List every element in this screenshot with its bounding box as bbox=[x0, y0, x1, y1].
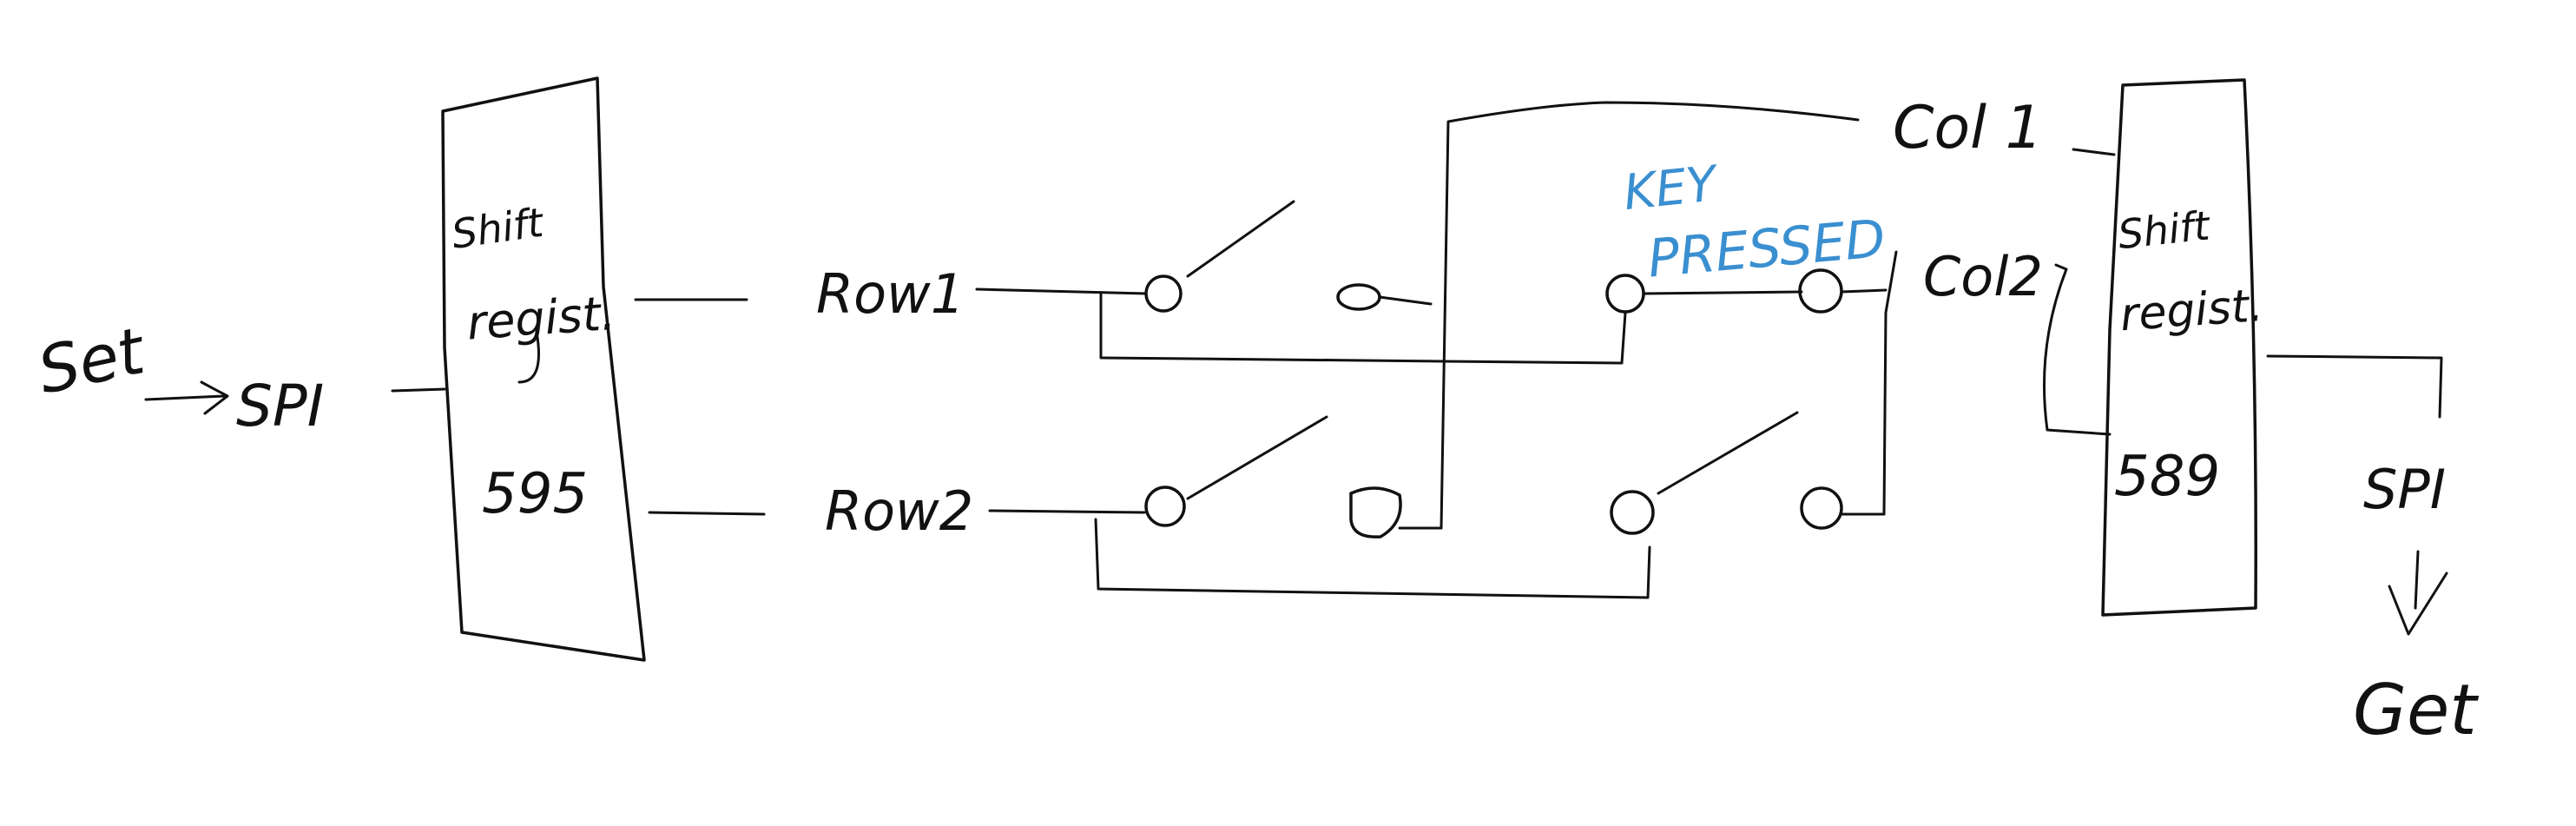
row2-wire bbox=[988, 509, 1146, 514]
row1-label: Row1 bbox=[816, 262, 965, 326]
left-register-label-line2: regist. bbox=[465, 286, 617, 351]
key-pressed-label-line1: KEY bbox=[1621, 155, 1722, 221]
get-label: Get bbox=[2353, 670, 2479, 750]
row1-switch1-node-a bbox=[1144, 274, 1183, 313]
col2-wire bbox=[1882, 250, 1898, 516]
left-shift-register-box bbox=[441, 76, 646, 662]
row2-lower-bus bbox=[1094, 518, 1651, 599]
row2-switch2-node-b bbox=[1800, 486, 1843, 530]
row2-switch2-lever bbox=[1657, 411, 1799, 495]
row1-switch2-to-col2 bbox=[1840, 288, 1888, 294]
set-arrow bbox=[144, 380, 229, 415]
right-register-part: 589 bbox=[2114, 445, 2220, 509]
row1-switch2-node-a bbox=[1605, 274, 1645, 314]
left-register-part: 595 bbox=[482, 462, 588, 526]
spi-to-get-arrow bbox=[2388, 550, 2448, 636]
row1-wire bbox=[975, 287, 1148, 295]
row2-switch1-node-a bbox=[1144, 486, 1186, 527]
left-register-label-line1: Shift bbox=[449, 198, 548, 257]
row1-switch2-node-b bbox=[1798, 268, 1843, 314]
col1-to-register-wire bbox=[2072, 148, 2116, 156]
row1-switch1-to-col1 bbox=[1378, 295, 1433, 306]
spi-to-register-wire bbox=[391, 387, 446, 393]
row1-switch2-pressed-contact bbox=[1643, 290, 1803, 295]
register-to-row2-wire bbox=[648, 511, 766, 516]
set-label: Set bbox=[31, 314, 153, 409]
row1-lower-bus bbox=[1099, 292, 1627, 365]
spi-input-label: SPI bbox=[236, 373, 324, 439]
row2-switch2-node-a bbox=[1610, 490, 1655, 535]
row1-switch1-lever bbox=[1186, 200, 1295, 278]
key-pressed-label-line2: PRESSED bbox=[1645, 208, 1888, 290]
row2-switch1-lever bbox=[1186, 415, 1328, 500]
col1-wire bbox=[1440, 101, 1860, 530]
row2-label: Row2 bbox=[825, 479, 973, 543]
col1-label: Col 1 bbox=[1893, 94, 2043, 162]
col2-label: Col2 bbox=[1923, 245, 2043, 308]
register-to-spi-output-wire bbox=[2266, 354, 2443, 419]
spi-output-label: SPI bbox=[2363, 458, 2446, 521]
row2-switch1-node-b bbox=[1349, 486, 1402, 539]
left-register-g-descender bbox=[517, 330, 540, 384]
right-shift-register-box bbox=[2101, 78, 2257, 617]
col2-to-register-wire bbox=[2042, 263, 2112, 436]
right-register-label-line2: regist. bbox=[2118, 280, 2265, 341]
right-register-label-line1: Shift bbox=[2116, 202, 2213, 258]
row1-switch1-node-b bbox=[1336, 283, 1381, 311]
